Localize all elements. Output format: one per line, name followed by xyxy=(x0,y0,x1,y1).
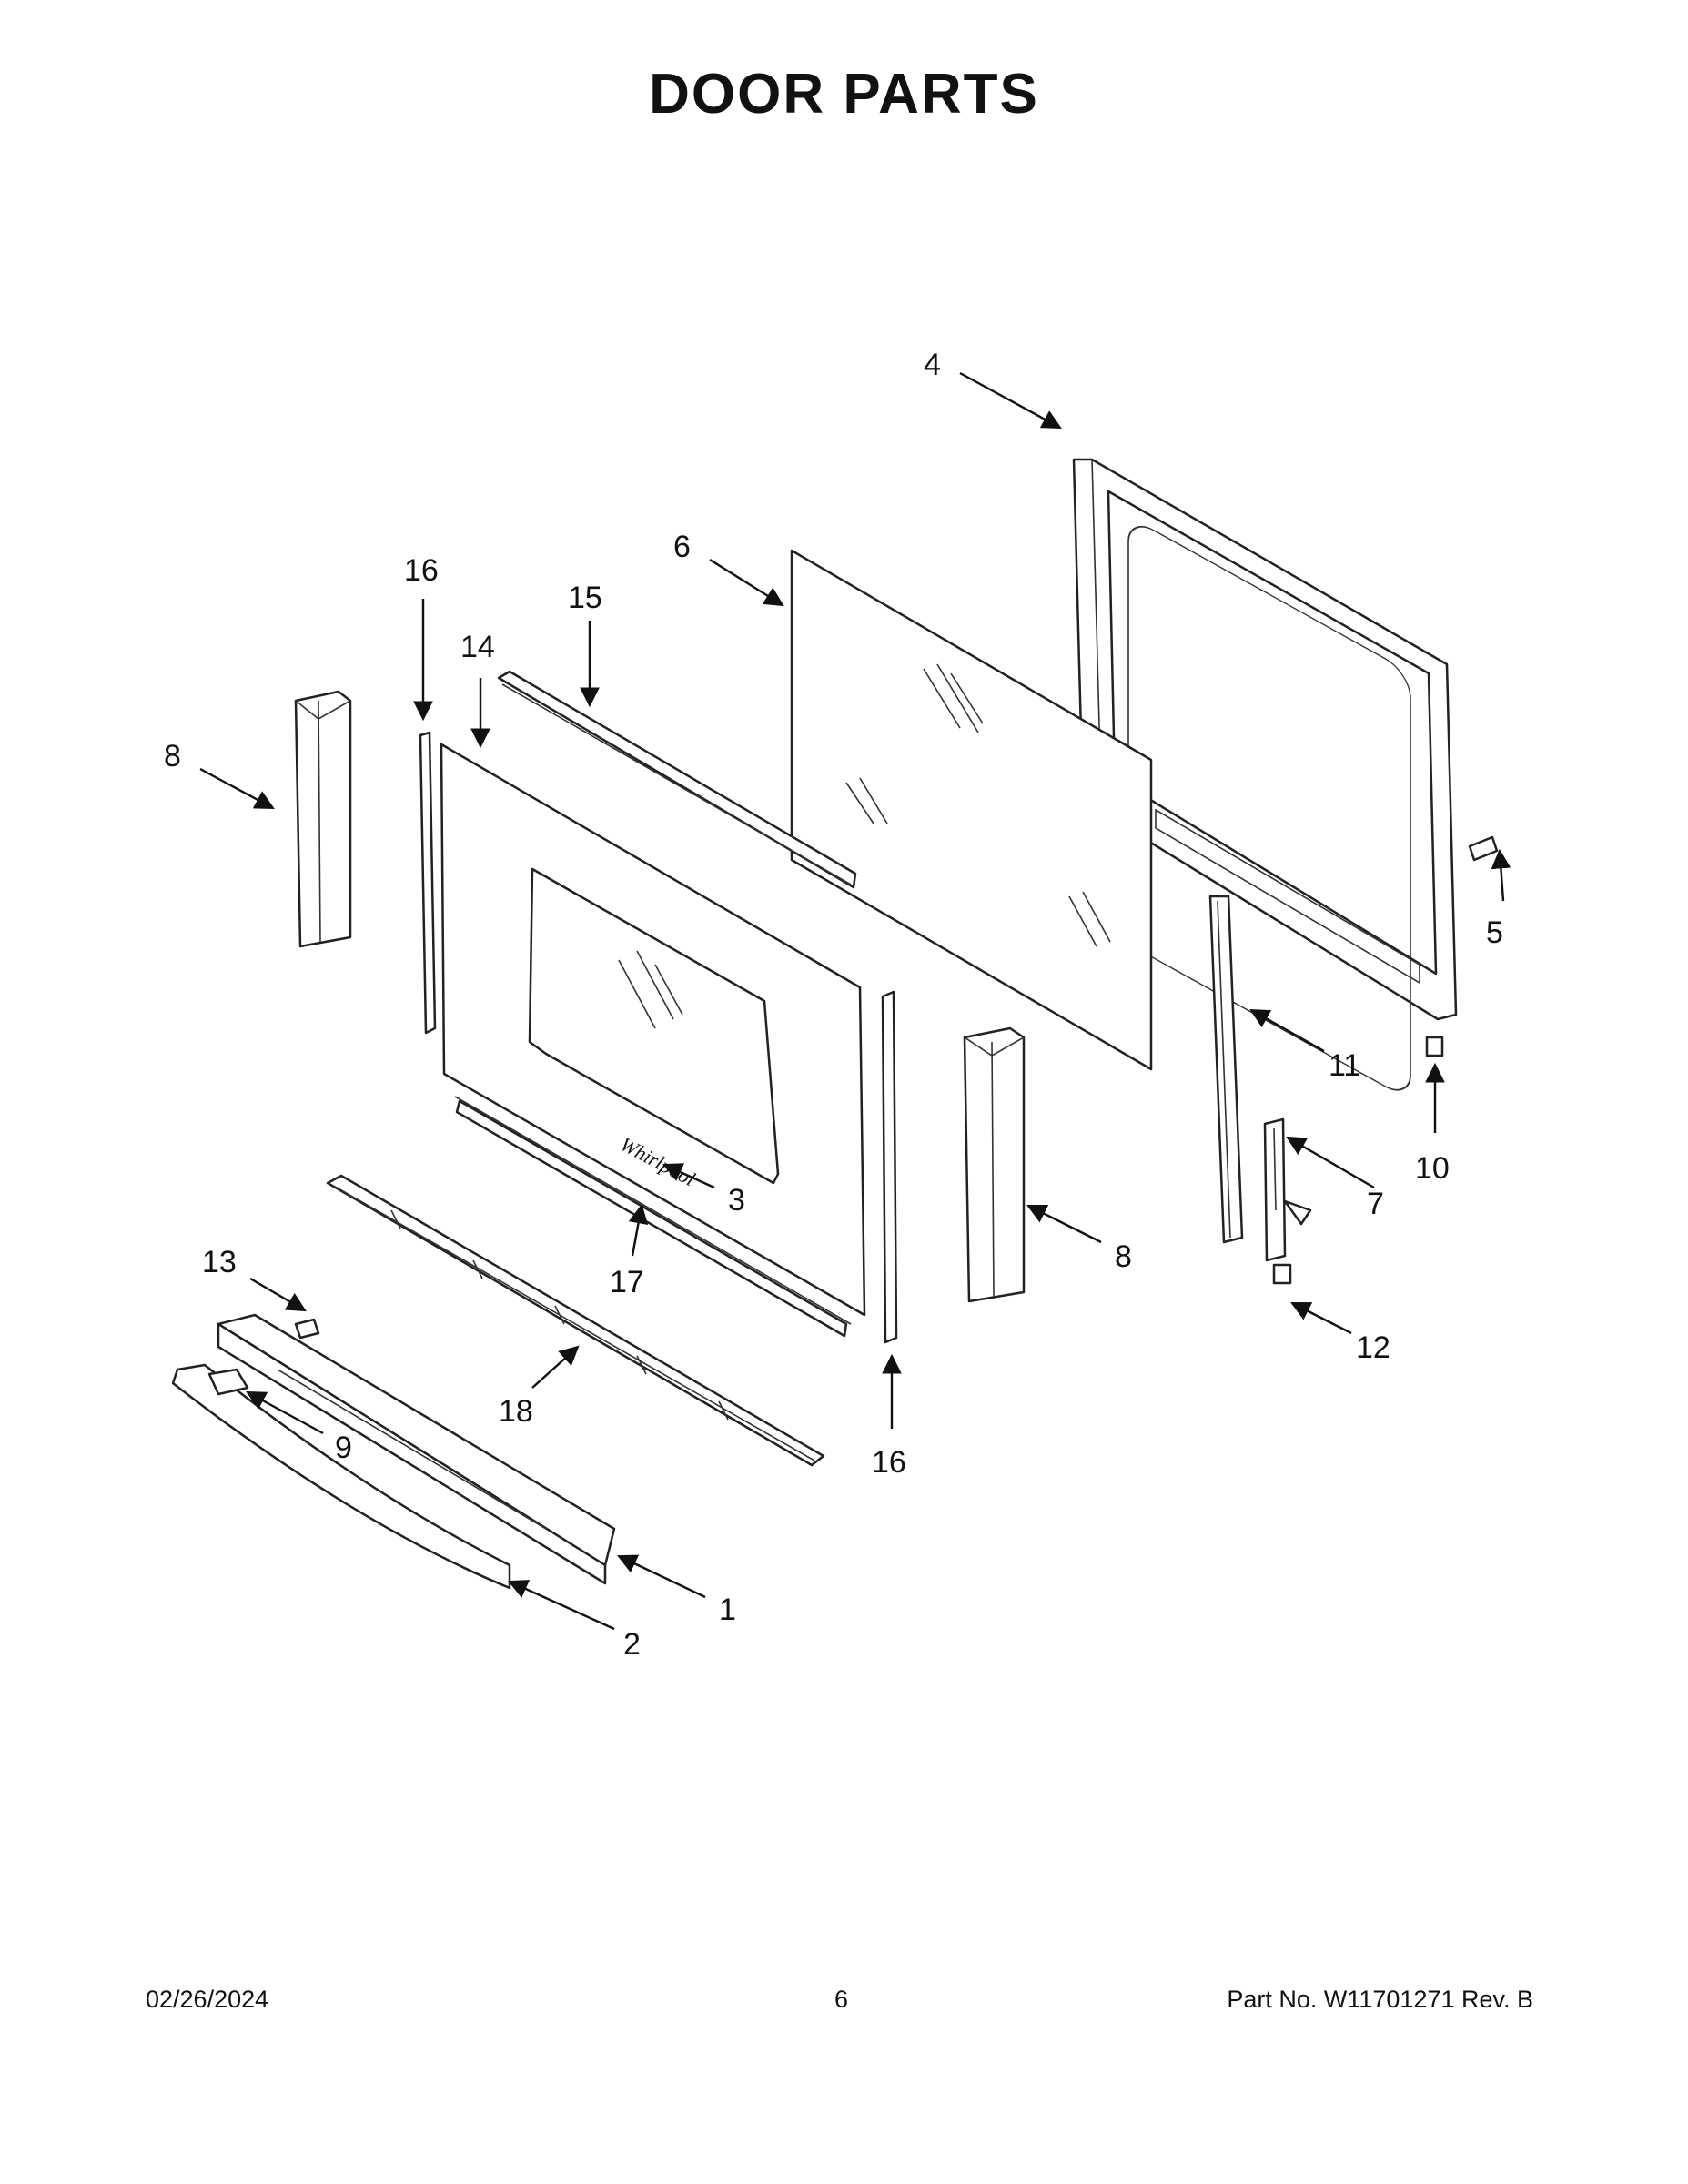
svg-text:17: 17 xyxy=(610,1265,644,1299)
outer-glass-panel xyxy=(790,549,1153,1071)
door-side-trim-right xyxy=(881,990,898,1344)
callout-7: 7 xyxy=(1286,1136,1384,1221)
page-title: DOOR PARTS xyxy=(649,63,1039,126)
callout-13: 13 xyxy=(202,1245,307,1312)
svg-text:18: 18 xyxy=(499,1394,533,1429)
footer-date: 02/26/2024 xyxy=(146,1986,269,2013)
screw-12 xyxy=(1272,1263,1292,1285)
screw-5 xyxy=(1468,835,1499,862)
svg-text:6: 6 xyxy=(673,530,691,564)
callout-4: 4 xyxy=(924,348,1062,430)
callout-9: 9 xyxy=(246,1390,352,1465)
outer-door-panel: Whirlpool xyxy=(440,743,866,1325)
callout-8-right: 8 xyxy=(1026,1204,1132,1274)
door-handle xyxy=(171,1363,511,1590)
inner-door-frame xyxy=(1072,458,1458,1091)
callout-16-top: 16 xyxy=(404,553,439,722)
door-top-trim xyxy=(497,670,857,889)
footer-part-number: Part No. W11701271 Rev. B xyxy=(1227,1986,1533,2013)
svg-text:9: 9 xyxy=(335,1431,352,1465)
svg-text:7: 7 xyxy=(1367,1187,1384,1221)
callout-5: 5 xyxy=(1486,848,1511,950)
svg-text:10: 10 xyxy=(1415,1151,1450,1186)
insulation-block-right xyxy=(963,1026,1026,1303)
callout-18: 18 xyxy=(499,1345,580,1429)
svg-text:5: 5 xyxy=(1486,915,1503,950)
callout-14: 14 xyxy=(460,630,495,749)
callout-10: 10 xyxy=(1415,1062,1450,1186)
callout-15: 15 xyxy=(568,581,602,708)
svg-text:12: 12 xyxy=(1356,1330,1390,1365)
svg-text:4: 4 xyxy=(924,348,941,382)
svg-text:11: 11 xyxy=(1329,1048,1360,1083)
callout-1: 1 xyxy=(617,1554,736,1627)
svg-text:16: 16 xyxy=(404,553,439,588)
callout-3: 3 xyxy=(662,1163,745,1218)
callout-16-bottom: 16 xyxy=(872,1353,906,1480)
door-side-trim-left xyxy=(419,731,437,1035)
vent-baffle xyxy=(326,1174,825,1467)
svg-text:16: 16 xyxy=(872,1445,906,1480)
svg-text:8: 8 xyxy=(164,739,181,774)
insulation-block-left xyxy=(294,690,352,948)
callout-8-left: 8 xyxy=(164,739,275,810)
callout-11: 11 xyxy=(1249,1008,1360,1083)
hinge-channel xyxy=(1208,895,1244,1244)
handle-end-cap xyxy=(207,1368,249,1396)
handle-bracket-bar xyxy=(217,1313,616,1585)
callout-12: 12 xyxy=(1290,1301,1390,1365)
door-bottom-trim xyxy=(455,1099,848,1338)
callout-2: 2 xyxy=(508,1580,641,1662)
svg-text:1: 1 xyxy=(719,1592,736,1627)
svg-text:15: 15 xyxy=(568,581,602,615)
screw-10 xyxy=(1425,1036,1444,1057)
screw-13 xyxy=(294,1318,320,1340)
svg-text:13: 13 xyxy=(202,1245,237,1279)
svg-text:8: 8 xyxy=(1115,1239,1132,1274)
svg-text:2: 2 xyxy=(623,1627,641,1662)
callout-6: 6 xyxy=(673,530,784,607)
svg-text:3: 3 xyxy=(728,1183,745,1218)
svg-text:14: 14 xyxy=(460,630,495,664)
callout-17: 17 xyxy=(610,1203,649,1299)
door-hinge xyxy=(1263,1117,1312,1262)
footer-page-number: 6 xyxy=(834,1986,849,2013)
